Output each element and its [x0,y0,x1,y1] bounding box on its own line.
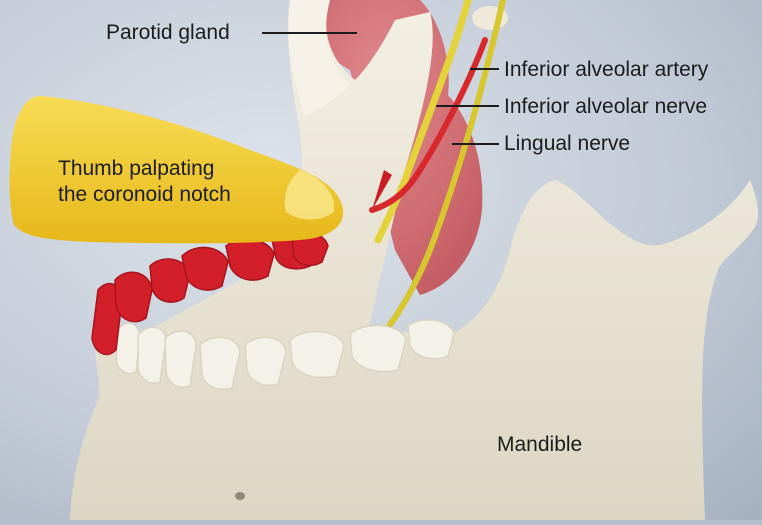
lower-teeth [115,319,455,390]
leader-lines [262,32,499,145]
mandible-bone [70,0,758,520]
label-parotid-gland: Parotid gland [106,21,230,44]
label-inferior-alveolar-nerve: Inferior alveolar nerve [504,95,708,118]
inferior-alveolar-artery-shape [369,37,488,213]
label-thumb: Thumb palpating the coronoid notch [58,156,231,209]
coronoid-process [288,0,350,115]
upper-teeth [91,231,329,356]
lingual-nerve-shape [362,0,506,358]
mental-foramen [235,492,245,500]
label-inferior-alveolar-artery: Inferior alveolar artery [504,58,709,81]
label-thumb-line1: Thumb palpating [58,157,215,180]
inferior-alveolar-nerve-shape [374,0,472,244]
artery-foramen-entry [372,170,392,210]
label-mandible: Mandible [497,433,583,456]
label-lingual-nerve: Lingual nerve [504,132,631,155]
thumbnail [284,170,335,220]
thumb-shape [9,96,344,244]
label-thumb-line2: the coronoid notch [58,183,231,207]
